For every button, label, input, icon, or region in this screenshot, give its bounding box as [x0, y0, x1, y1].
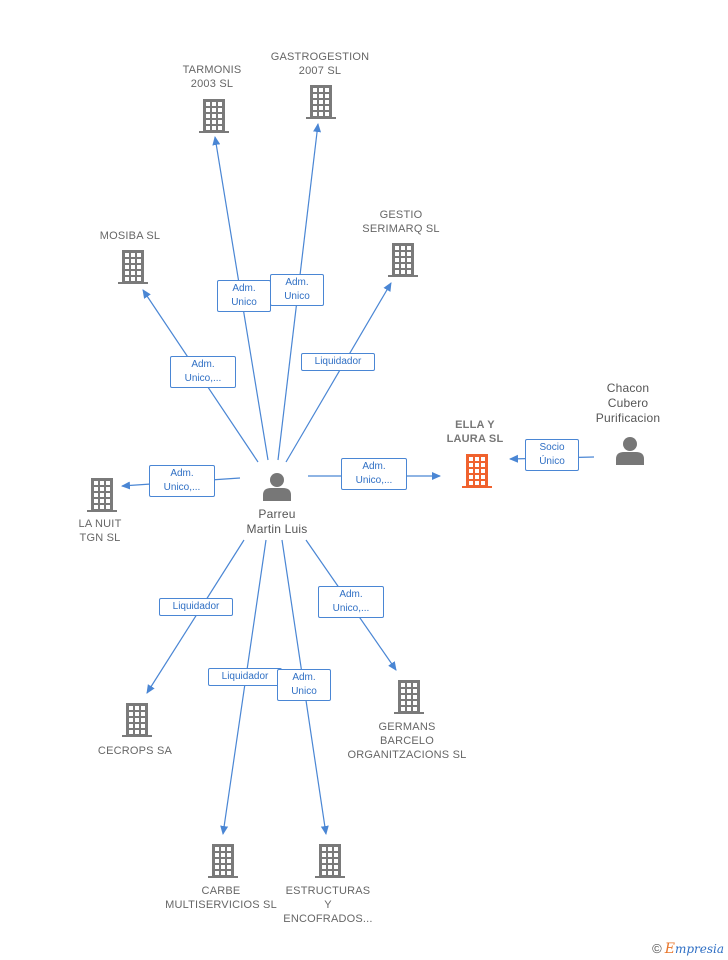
- person-icon-chacon[interactable]: [616, 437, 644, 465]
- company-label-lanuit: LA NUIT TGN SL: [78, 518, 122, 544]
- relation-label-lanuit[interactable]: Adm. Unico,...: [149, 465, 215, 497]
- relation-label-cecrops[interactable]: Liquidador: [159, 598, 233, 616]
- relation-label-germans[interactable]: Adm. Unico,...: [318, 586, 384, 618]
- edge-gestio: [285, 282, 392, 463]
- building-icon-mosiba[interactable]: [118, 250, 148, 284]
- building-icon-ellaylaura[interactable]: [462, 454, 492, 488]
- relation-label-estructuras[interactable]: Adm. Unico: [277, 669, 331, 701]
- copyright-symbol: ©: [652, 941, 662, 956]
- credit[interactable]: ©Empresia: [652, 941, 724, 957]
- company-label-cecrops: CECROPS SA: [97, 745, 173, 757]
- edge-carbe: [220, 539, 267, 835]
- center-person-icon[interactable]: [263, 473, 291, 501]
- company-label-gastrogestion: GASTROGESTION 2007 SL: [270, 51, 370, 77]
- edge-cecrops: [146, 539, 245, 694]
- building-icon-tarmonis[interactable]: [199, 99, 229, 133]
- brand-name: mpresia: [674, 942, 724, 956]
- building-icon-gastrogestion[interactable]: [306, 85, 336, 119]
- building-icon-gestio[interactable]: [388, 243, 418, 277]
- building-icon-estructuras[interactable]: [315, 844, 345, 878]
- building-icon-cecrops[interactable]: [122, 703, 152, 737]
- relation-label-ellaylaura[interactable]: Adm. Unico,...: [341, 458, 407, 490]
- company-label-carbe: CARBE MULTISERVICIOS SL: [165, 885, 277, 911]
- company-label-estructuras: ESTRUCTURAS Y ENCOFRADOS...: [283, 885, 373, 925]
- building-icon-lanuit[interactable]: [87, 478, 117, 512]
- building-icon-carbe[interactable]: [208, 844, 238, 878]
- relation-label-gastrogestion[interactable]: Adm. Unico: [270, 274, 324, 306]
- center-person-label: Parreu Martin Luis: [246, 507, 308, 536]
- company-label-mosiba: MOSIBA SL: [99, 230, 161, 242]
- relation-label-tarmonis[interactable]: Adm. Unico: [217, 280, 271, 312]
- relation-label-mosiba[interactable]: Adm. Unico,...: [170, 356, 236, 388]
- company-label-germans: GERMANS BARCELO ORGANITZACIONS SL: [347, 721, 467, 761]
- brand-initial: E: [664, 941, 675, 957]
- company-label-ellaylaura: ELLA Y LAURA SL: [446, 419, 504, 445]
- relation-label-chacon_ellaylaura[interactable]: Socio Único: [525, 439, 579, 471]
- icon-layer: [87, 85, 644, 878]
- relation-label-carbe[interactable]: Liquidador: [208, 668, 282, 686]
- building-icon-germans[interactable]: [394, 680, 424, 714]
- relation-label-gestio[interactable]: Liquidador: [301, 353, 375, 371]
- company-label-tarmonis: TARMONIS 2003 SL: [182, 64, 242, 90]
- company-label-gestio: GESTIO SERIMARQ SL: [362, 209, 440, 235]
- person-label-chacon: Chacon Cubero Purificacion: [595, 381, 661, 425]
